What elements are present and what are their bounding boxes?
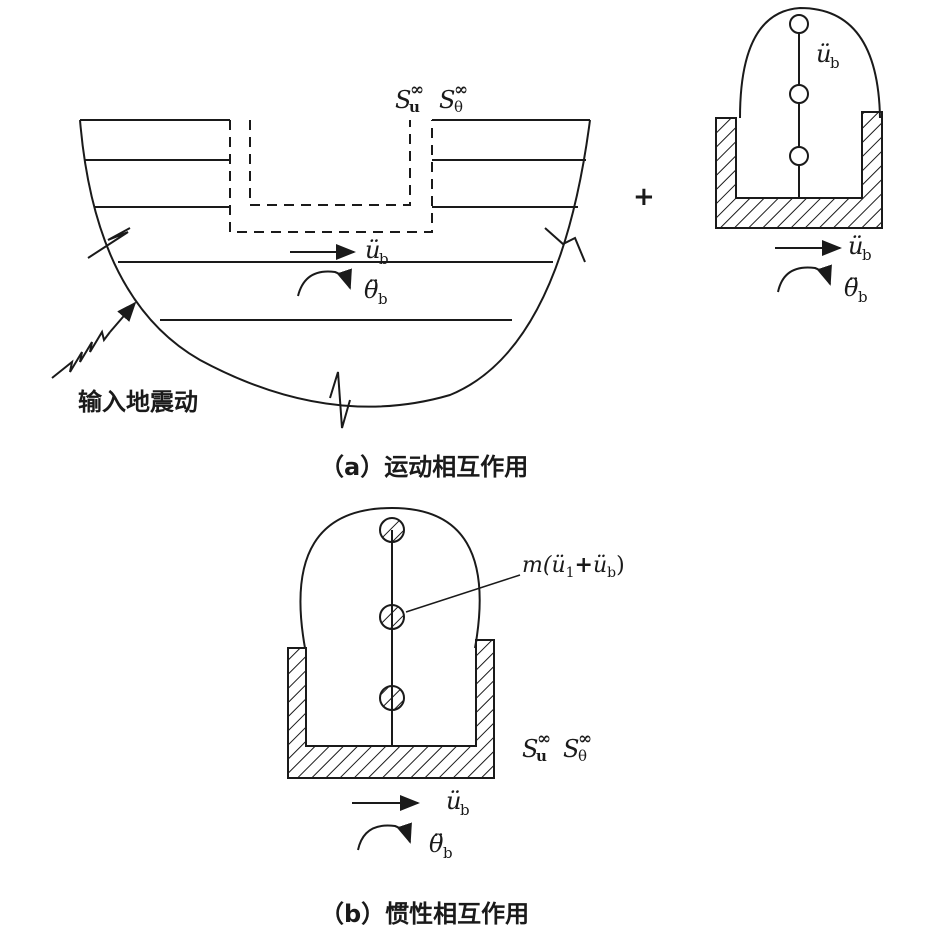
mass-label-m: m(	[522, 553, 552, 578]
input-motion-symbol	[51, 301, 137, 379]
mass-label-close: )	[616, 553, 625, 578]
thb-b-label: θ̈	[429, 830, 444, 858]
su-b-sup: ∞	[537, 729, 551, 749]
su-top-sub: u	[409, 98, 420, 116]
mass-label-leader	[405, 574, 521, 613]
mass-label-u1: ü	[551, 553, 565, 578]
mass-label: m(ü1+üb)	[522, 552, 625, 581]
structure-right-mass-3	[789, 146, 809, 166]
thb-right-label: θ̈	[844, 274, 859, 302]
ub-right-label: ü	[848, 232, 863, 260]
su-b-sub: u	[536, 747, 547, 765]
su-b-S: S	[522, 735, 538, 763]
structure-right-foundation	[715, 111, 883, 229]
ub-a-sub: b	[379, 250, 389, 268]
ub-right-top-sub: b	[830, 54, 840, 72]
structure-right-mass-2	[789, 84, 809, 104]
caption-b: （b）惯性相互作用	[320, 900, 529, 928]
structure-b-mass-1	[379, 517, 405, 543]
plus-sign: +	[633, 182, 655, 212]
st-top-sub: θ	[454, 98, 463, 116]
st-b-S: S	[563, 735, 579, 763]
ub-b-label: ü	[446, 787, 461, 815]
excavation-dashed	[229, 120, 433, 233]
mass-label-plus: +	[575, 552, 593, 578]
break-mark-left	[87, 227, 131, 259]
structure-b-foundation	[287, 639, 495, 779]
structure-right-dome	[739, 6, 881, 119]
thb-a-label: θ̈	[364, 276, 379, 304]
break-mark-right	[544, 227, 586, 263]
break-mark-bottom	[329, 371, 351, 429]
text-labels: S ∞ u S ∞ θ ü b θ̈ b ü b ü b θ̈ b m(ü1+ü…	[364, 40, 872, 862]
break-marks	[87, 227, 586, 429]
thb-a-sub: b	[378, 290, 388, 308]
basin-outline	[79, 119, 591, 408]
su-top-S: S	[395, 86, 411, 114]
thb-b-sub: b	[443, 844, 453, 862]
caption-a: （a）运动相互作用	[320, 453, 528, 481]
ub-right-top-label: ü	[816, 40, 831, 68]
theta-arrow-b	[357, 822, 412, 851]
st-b-sub: θ	[578, 747, 587, 765]
excavation-inner	[249, 120, 411, 206]
ub-b-sub: b	[460, 801, 470, 819]
ub-a-label: ü	[365, 236, 380, 264]
su-top-sup: ∞	[410, 80, 424, 100]
structure-right-mass-1	[789, 14, 809, 34]
mass-label-b: b	[607, 565, 616, 581]
cjk-labels: 输入地震动 + （a）运动相互作用 （b）惯性相互作用	[78, 182, 655, 928]
st-top-S: S	[439, 86, 455, 114]
theta-arrow-right	[777, 264, 832, 293]
st-b-sup: ∞	[578, 729, 592, 749]
structure-b-dome	[299, 506, 481, 649]
spring-zigzag	[51, 329, 111, 379]
mass-label-1: 1	[566, 565, 575, 581]
st-top-sup: ∞	[454, 80, 468, 100]
structure-b	[287, 506, 521, 779]
excavation-outer	[229, 120, 433, 233]
structure-right	[715, 6, 883, 229]
thb-right-sub: b	[858, 288, 868, 306]
mass-label-ub: ü	[593, 553, 607, 578]
ub-right-sub: b	[862, 246, 872, 264]
input-motion-label: 输入地震动	[78, 388, 198, 416]
structure-b-mass-3	[379, 685, 405, 711]
theta-arrow-a	[297, 268, 352, 297]
input-arrow-line	[109, 301, 137, 333]
soil-basin	[79, 119, 591, 408]
structure-b-mass-2	[379, 604, 405, 630]
